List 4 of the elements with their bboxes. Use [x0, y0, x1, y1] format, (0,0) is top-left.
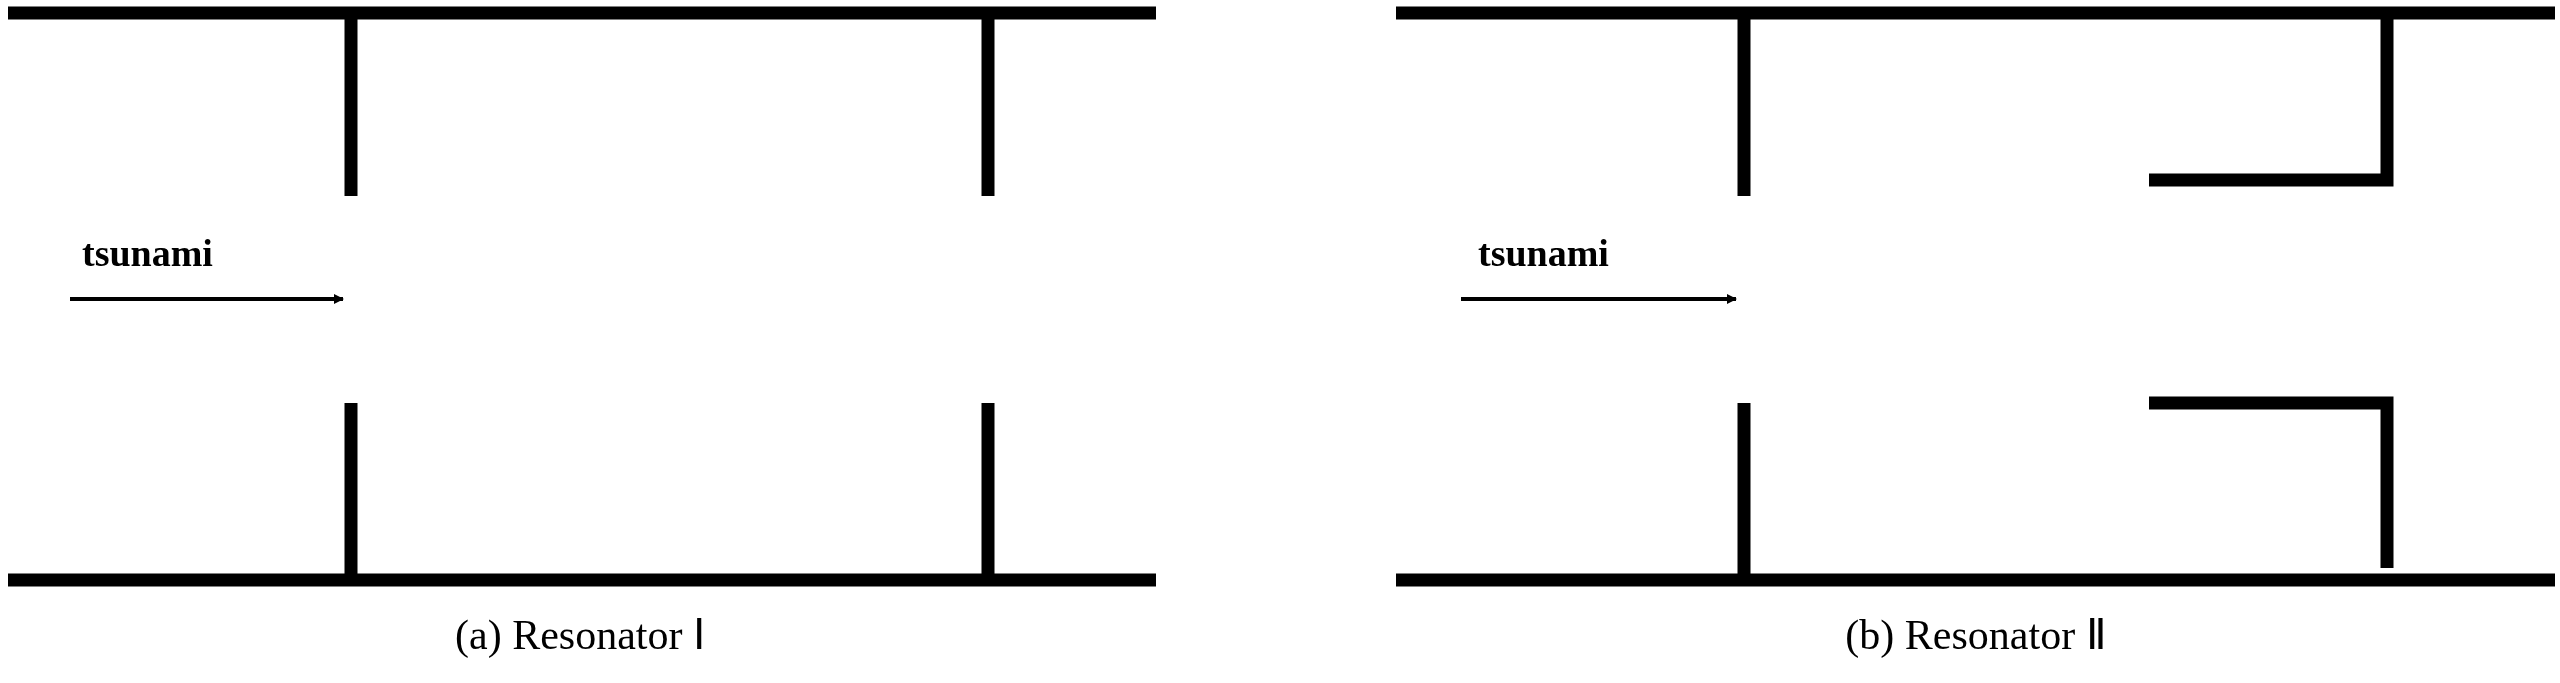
flow-label: tsunami	[82, 234, 213, 272]
flow-label: tsunami	[1478, 234, 1609, 272]
panel-caption: (a) Resonator Ⅰ	[455, 614, 705, 656]
panel-caption: (b) Resonator Ⅱ	[1845, 614, 2107, 656]
